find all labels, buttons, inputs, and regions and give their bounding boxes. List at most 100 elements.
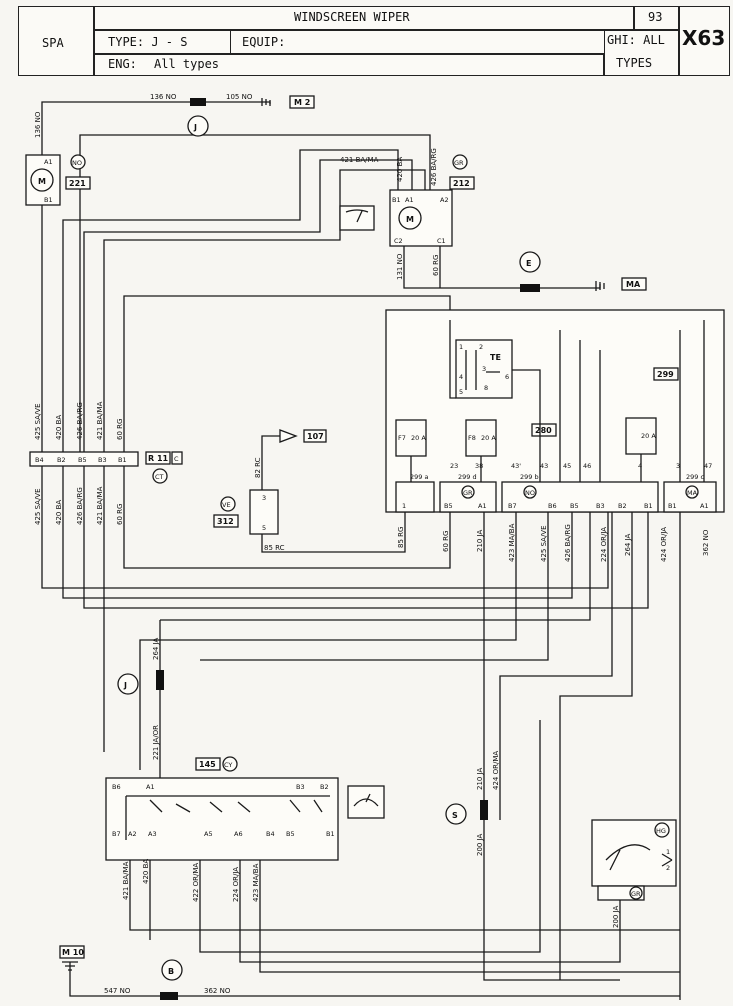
wire-label: 60 RG (442, 531, 450, 552)
connector-299a (395, 481, 435, 513)
pin-label: A2 (440, 196, 449, 204)
pin-label: B5 (444, 502, 453, 510)
wire-label: 426 BA/RG (76, 402, 84, 440)
rear-switch: 104 HG 1 2 GR (591, 819, 677, 901)
code-cell (679, 6, 730, 76)
pin-label: B3 (296, 783, 305, 791)
pin-label: 299 b (520, 473, 539, 481)
pin-label: 47 (704, 462, 712, 470)
pin-label: B3 (596, 502, 605, 510)
ve-unit: 3 5 VE 312 107 (213, 429, 327, 535)
eng-label: ENG: (108, 57, 137, 71)
pin-label: 43' (511, 462, 521, 470)
types-label: TYPES (616, 56, 653, 70)
pin-label: B3 (98, 456, 107, 464)
wire-label: 422 OR/MA (192, 863, 200, 902)
wire-label: 85 RG (397, 527, 405, 548)
pin-label: M (38, 177, 46, 186)
pin-label: 20 A (411, 434, 426, 442)
wire-label: 421 BA/MA (122, 861, 130, 900)
pin-label: CT (155, 473, 164, 481)
connector-299b (501, 481, 659, 513)
fuse-f7 (395, 419, 427, 457)
pin-label: B1 (326, 830, 335, 838)
wire-label: 362 NO (702, 529, 710, 556)
wire-label: 547 NO (104, 987, 131, 995)
equip-label: EQUIP: (242, 35, 286, 49)
wire-label: 221 JA/OR (152, 725, 160, 760)
pin-label: A3 (148, 830, 157, 838)
ground-m10-label: M 10 (62, 948, 84, 957)
splice-j-mid: J (117, 670, 164, 695)
wire-label: 426 BA/RG (430, 148, 438, 186)
pin-label: A1 (146, 783, 155, 791)
wire-label: 136 NO (34, 111, 42, 138)
relay-box-code: 299 (657, 370, 674, 379)
pin-label: B6 (548, 502, 557, 510)
pin-label: NO (525, 489, 535, 497)
system-cell (18, 6, 94, 76)
wire-label: 424 OR/JA (660, 527, 668, 562)
pin-label: B2 (57, 456, 66, 464)
wire-label: 425 SA/VE (34, 403, 42, 440)
pin-label: A5 (204, 830, 213, 838)
pin-label: 38 (475, 462, 483, 470)
sub-code-280: 280 (535, 426, 552, 435)
eng-value: All types (154, 57, 220, 71)
fuse-f8 (465, 419, 497, 457)
splice-j-mid-label: J (123, 681, 127, 690)
pin-label: 23 (450, 462, 458, 470)
pin-label: B1 (644, 502, 653, 510)
pin-label: 3 (676, 462, 680, 470)
rear-wiper-motor: M A1 B1 NO 221 (25, 154, 91, 206)
page-number: 93 (648, 10, 663, 24)
wire-label: 200 JA (612, 905, 620, 928)
pin-label: 4 (638, 462, 642, 470)
wire-label: 136 NO (150, 93, 177, 101)
pin-label: GR (463, 489, 473, 497)
wire-label: 420 BA (55, 415, 63, 440)
pin-label: GR (631, 890, 641, 898)
wire-label: 426 BA/RG (564, 524, 572, 562)
pin-label: B6 (112, 783, 121, 791)
ghi-cell (604, 30, 679, 76)
wire-label: 210 JA (476, 767, 484, 790)
wire-label: 210 JA (476, 529, 484, 552)
pin-label: 299 c (686, 473, 704, 481)
pin-label: 4 (459, 373, 463, 381)
wire-label: 85 RC (264, 544, 285, 552)
wire-label: 82 RC (254, 457, 262, 478)
ground-m10: M 10 (59, 945, 85, 971)
pin-label: 20 A (481, 434, 496, 442)
wire-label: 421 BA/MA (340, 156, 379, 164)
r11-code: R 11 (148, 454, 169, 463)
wire-label: 423 MA/BA (508, 523, 516, 562)
pin-label: GR (454, 159, 464, 167)
splice-j-top-label: J (193, 123, 197, 132)
system-code: SPA (42, 36, 64, 50)
wiper-switch: B6 A1 B3 B2 B7 A2 A3 A5 A6 B4 B5 B1 145 … (105, 756, 385, 861)
wire-label: 420 BA (396, 157, 404, 182)
splice-e: E (519, 251, 541, 292)
pin-label: 1 (402, 502, 406, 510)
pin-label: A2 (128, 830, 137, 838)
pin-label: VE (222, 501, 231, 509)
wire-label: 264 JA (624, 533, 632, 556)
pin-label: B4 (266, 830, 275, 838)
pin-label: B4 (35, 456, 44, 464)
wire-label: 224 OR/JA (232, 867, 240, 902)
eng-row (94, 54, 604, 76)
pin-label: HG (656, 827, 666, 835)
page-cell (634, 6, 679, 30)
pin-label: 45 (563, 462, 571, 470)
wire-labels: 136 NO 105 NO 136 NO 421 BA/MA 420 BA 42… (34, 93, 710, 995)
pin-label: M (406, 215, 414, 224)
pin-label: C1 (437, 237, 446, 245)
wire-label: 425 SA/VE (34, 488, 42, 525)
splice-b-label: B (168, 967, 174, 976)
ground-ma-label: MA (626, 280, 641, 289)
pin-label: 6 (505, 373, 509, 381)
pin-label: A1 (478, 502, 487, 510)
wire-label: 60 RG (432, 255, 440, 276)
